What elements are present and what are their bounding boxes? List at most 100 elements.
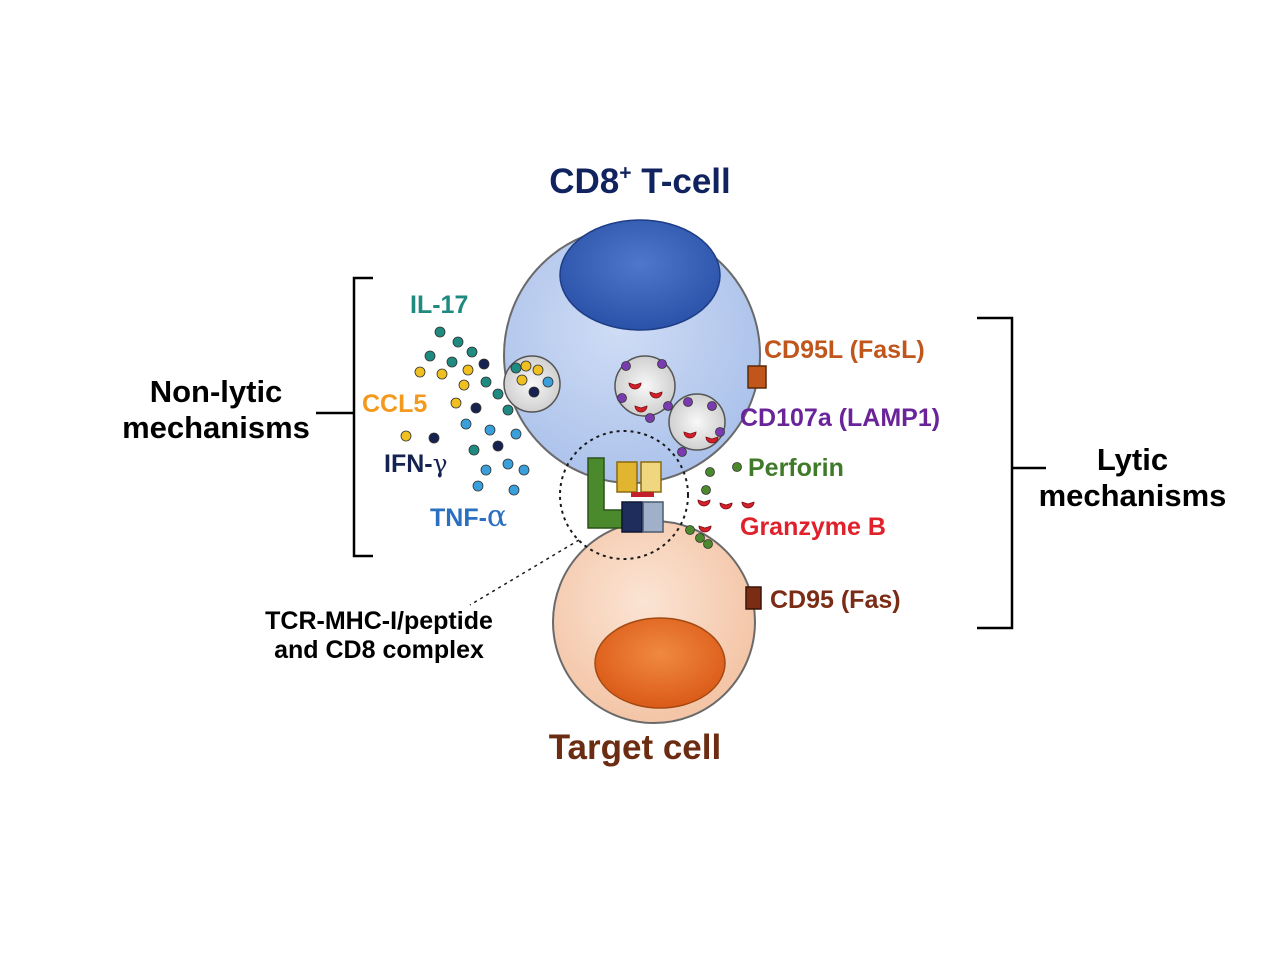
lytic-granule-2 [668,393,726,451]
peptide [631,492,654,497]
t-cell-nucleus [559,219,721,331]
cytokine-dot [510,428,522,440]
cytokine-dot [400,430,412,442]
synapse-pointer [469,539,580,606]
granzyme-b-mark [719,502,733,510]
tcr-left [616,461,638,493]
non-lytic-label: Non-lytic mechanisms [88,374,344,445]
lamp1-dot [621,361,631,371]
cytokine-dot [428,432,440,444]
cytokine-dot [450,397,462,409]
mhc-left [621,501,643,533]
granzyme-b-mark [649,391,663,399]
perforin-dot [685,525,695,535]
lamp1-dot [677,447,687,457]
cytokine-dot [472,480,484,492]
cytokine-dot [452,336,464,348]
cytokine-dot [436,368,448,380]
cytokine-dot [480,464,492,476]
synapse-circle [559,430,689,560]
cytokine-dot [470,402,482,414]
mhc-right [642,501,664,533]
label-il17: IL-17 [410,291,469,319]
non-lytic-bracket [352,276,373,558]
granzyme-b-mark [698,525,712,533]
cytokine-dot [480,376,492,388]
t-cell-title: CD8+ T-cell [520,162,760,202]
secreted-molecules [400,326,755,549]
cytokine-dot [468,444,480,456]
cytokine-dot [460,418,472,430]
complex-line2: and CD8 complex [274,635,484,664]
lamp1-dot [657,359,667,369]
lytic-line1: Lytic [1096,442,1169,477]
cytokine-dot [434,326,446,338]
cytokine-dot [508,484,520,496]
cytokine-dot [520,360,532,372]
perforin-dot [703,539,713,549]
lamp1-dot [683,397,693,407]
granzyme-b-mark [628,382,642,390]
complex-line1: TCR-MHC-I/peptide [265,607,493,635]
granzyme-b-mark [741,501,755,509]
label-cd95: CD95 (Fas) [770,586,901,614]
cytokine-dot [516,374,528,386]
lamp1-dot [617,393,627,403]
label-granzyme: Granzyme B [740,513,886,541]
cytokine-dot [502,404,514,416]
cytokine-dot [510,362,522,374]
label-tnfa-greek: α [486,499,508,534]
t-cell-title-main: CD8 [549,162,620,201]
t-cell-title-rest: T-cell [631,162,731,201]
lytic-line2: mechanisms [1038,477,1227,513]
cd95-receptor [745,586,762,610]
lamp1-dot [645,413,655,423]
label-perforin: Perforin [748,454,844,482]
t-cell-title-sup: + [619,161,632,185]
perforin-dot [701,485,711,495]
cytokine-dot [458,379,470,391]
tcr-right [640,461,662,493]
label-cd107a: CD107a (LAMP1) [740,404,941,432]
label-ifng-text: IFN- [384,450,433,478]
label-ifng: IFN-γ [384,449,448,479]
cytokine-dot [424,350,436,362]
lytic-granule-1 [614,355,676,417]
cytokine-dot [478,358,490,370]
label-tnfa: TNF-α [430,499,508,535]
target-cell-title: Target cell [548,728,722,767]
cytokine-dot [532,364,544,376]
granzyme-b-mark [697,499,711,507]
granzyme-b-mark [705,436,719,444]
lytic-bracket [977,316,1014,630]
cytokine-dot [502,458,514,470]
lamp1-dot [715,427,725,437]
lytic-label: Lytic mechanisms [1010,442,1255,513]
cytokine-dot [466,346,478,358]
cytokine-dot [542,376,554,388]
perforin-dot [705,467,715,477]
label-cd95l: CD95L (FasL) [764,336,925,364]
cytokine-dot [446,356,458,368]
label-ifng-greek: γ [432,449,448,478]
cytokine-dot [492,440,504,452]
label-ccl5: CCL5 [362,390,428,418]
cytokine-dot [492,388,504,400]
lamp1-dot [663,401,673,411]
perforin-dot [732,462,742,472]
cytokine-dot [414,366,426,378]
complex-label: TCR-MHC-I/peptide and CD8 complex [224,607,534,665]
granzyme-b-mark [634,405,648,413]
cytokine-dot [518,464,530,476]
cytokine-dot [484,424,496,436]
target-cell-nucleus [594,617,726,709]
cytokine-dot [528,386,540,398]
granzyme-b-mark [683,431,697,439]
non-lytic-line1: Non-lytic [149,374,283,409]
perforin-dot [695,533,705,543]
label-tnfa-text: TNF- [430,504,487,532]
non-lytic-line2: mechanisms [122,409,310,445]
cytokine-dot [462,364,474,376]
lamp1-dot [707,401,717,411]
